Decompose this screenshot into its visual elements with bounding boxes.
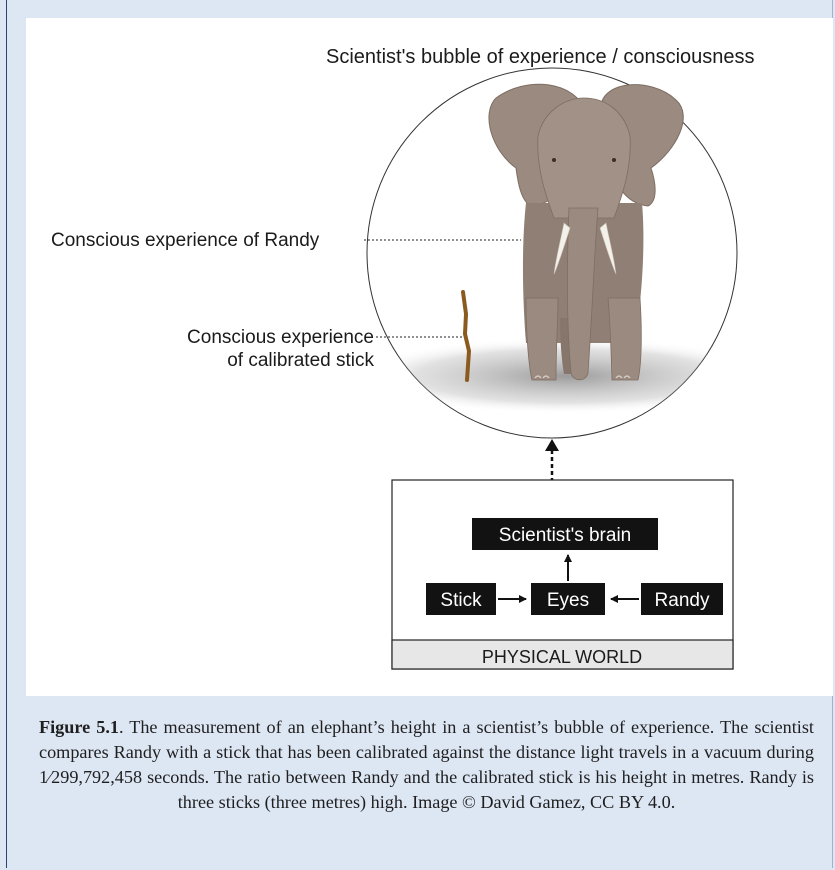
label-conscious-experience-stick-line2: of calibrated stick: [227, 350, 374, 371]
elephant-leg-right: [608, 298, 641, 380]
label-conscious-experience-randy: Conscious experience of Randy: [51, 230, 320, 251]
physical-world-label: PHYSICAL WORLD: [482, 647, 642, 667]
bubble-title: Scientist's bubble of experience / consc…: [326, 46, 755, 68]
scientists-brain-label: Scientist's brain: [499, 525, 631, 546]
figure-frame: Scientist's bubble of experience / consc…: [6, 0, 833, 868]
arrow-up-head: [545, 439, 559, 451]
figure-caption: Figure 5.1. The measurement of an elepha…: [39, 715, 814, 815]
label-conscious-experience-stick-line1: Conscious experience: [187, 327, 374, 348]
caption-text: . The measurement of an elephant’s heigh…: [39, 717, 814, 812]
figure-panel: Scientist's bubble of experience / consc…: [26, 18, 833, 696]
caption-figure-label: Figure 5.1: [39, 717, 119, 737]
eyes-box-label: Eyes: [547, 590, 589, 611]
elephant-head: [538, 98, 631, 218]
randy-box-label: Randy: [655, 590, 710, 611]
elephant-eye-left: [552, 158, 556, 162]
elephant-leg-left: [526, 298, 558, 380]
elephant-eye-right: [612, 158, 616, 162]
stick-box-label: Stick: [440, 590, 482, 611]
figure-diagram: Scientist's bubble of experience / consc…: [26, 18, 833, 696]
